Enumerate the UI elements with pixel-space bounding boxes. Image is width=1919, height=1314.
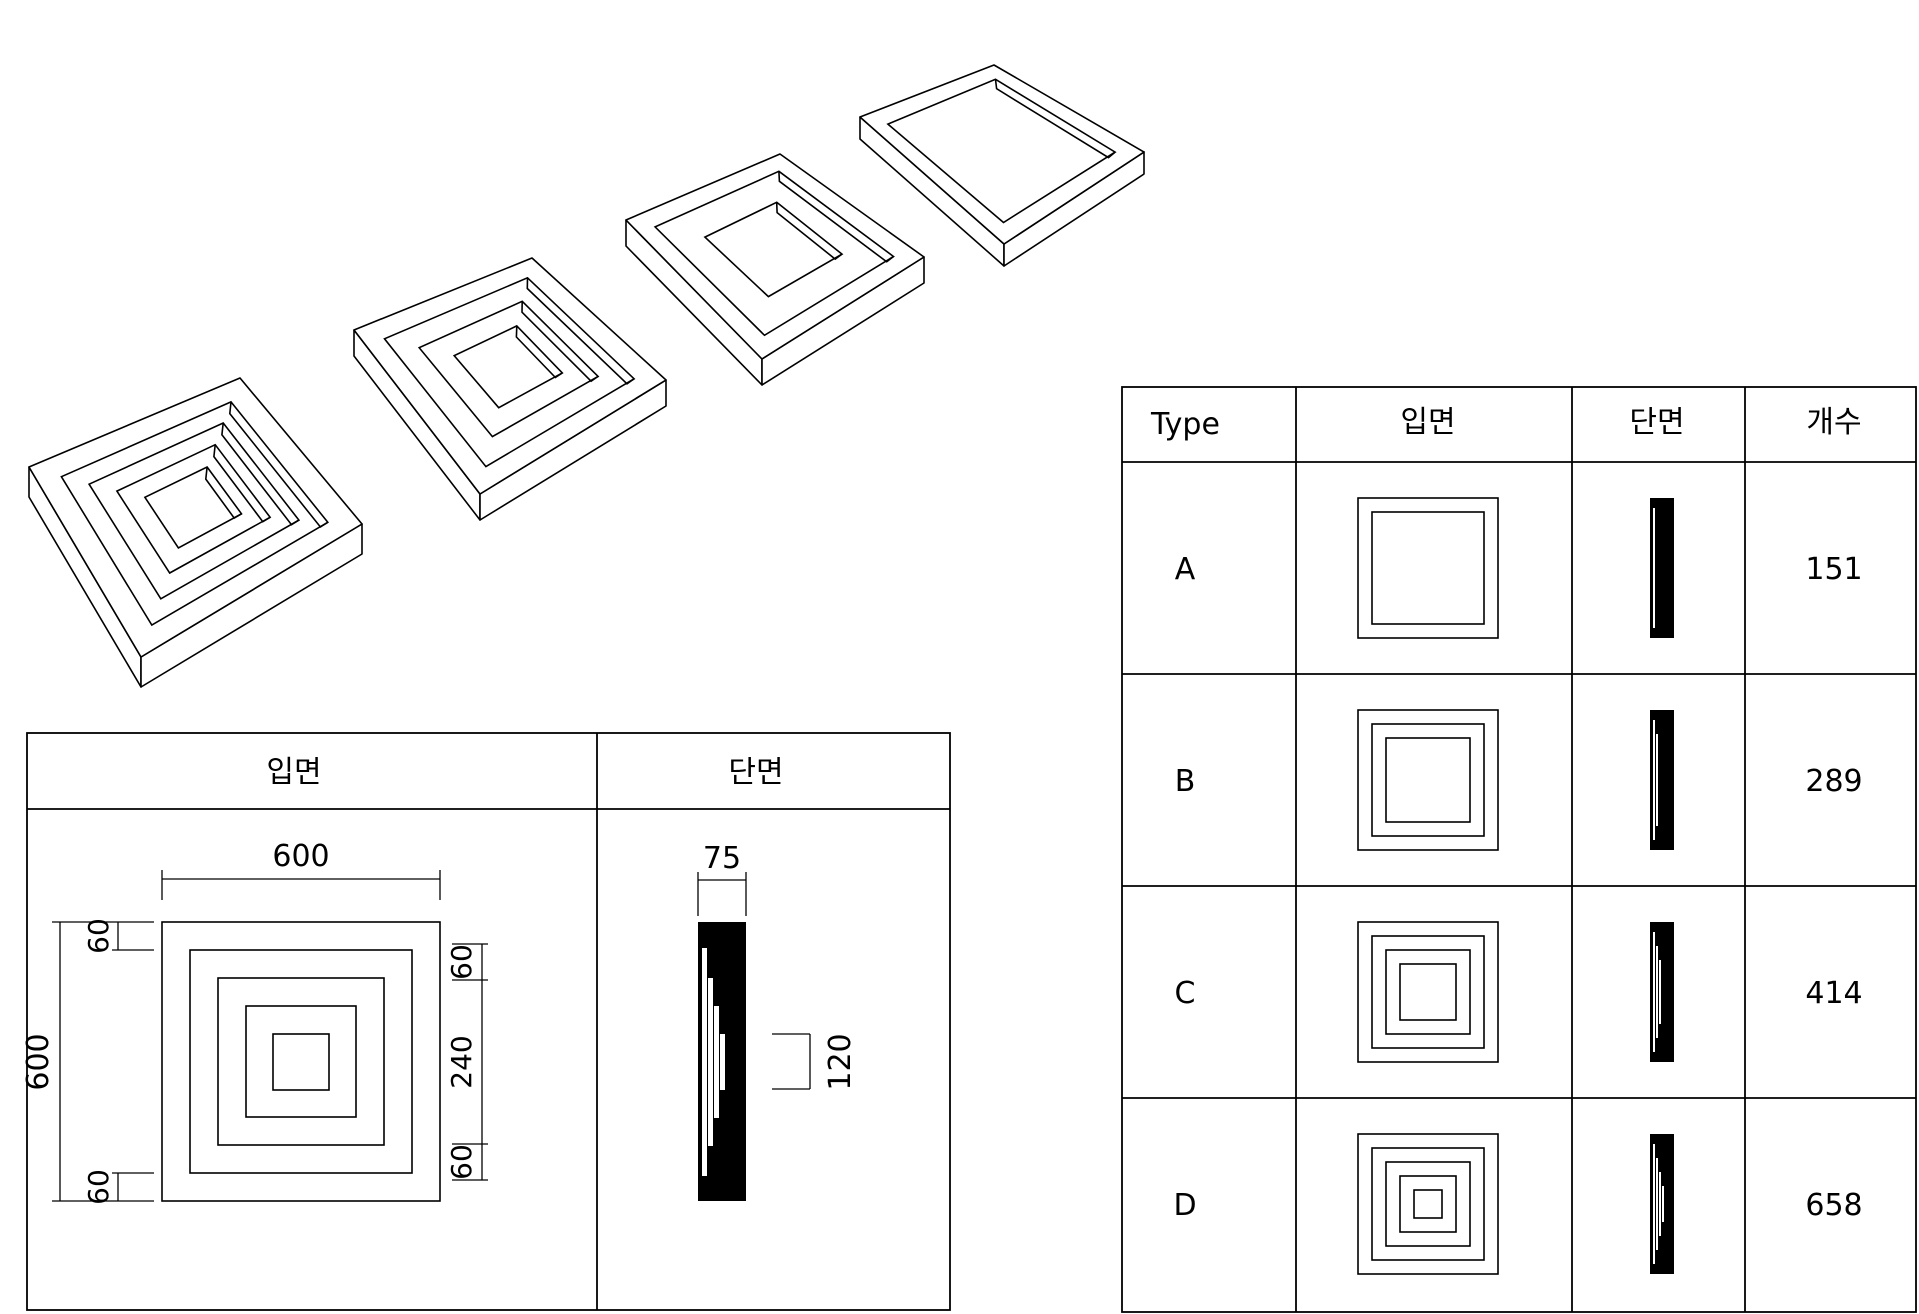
type-row-elevation: [1357, 1133, 1499, 1275]
dimension-height: 600: [21, 921, 154, 1202]
dimension-width: 600: [161, 839, 441, 900]
type-row: A 151: [1175, 497, 1863, 639]
detail-elevation-drawing: [161, 921, 441, 1202]
dimension-bottom-step: 60: [82, 1169, 154, 1205]
dimension-bottom-step-label: 60: [82, 1169, 115, 1205]
dimension-right-bottom-label: 60: [445, 1144, 478, 1180]
type-row-elevation: [1357, 921, 1499, 1063]
type-row-section: [1650, 498, 1674, 638]
type-table-border: [1121, 386, 1917, 1313]
type-row-section: [1650, 922, 1674, 1062]
type-row: D 658: [1173, 1133, 1863, 1275]
type-row-elevation: [1357, 497, 1499, 639]
type-header-type: Type: [1150, 407, 1220, 442]
detail-table-border: [26, 732, 951, 1311]
type-row-label: A: [1175, 552, 1196, 587]
type-row-count: 151: [1805, 552, 1862, 587]
dimension-right-mid-label: 240: [445, 1035, 478, 1088]
dimension-right-top-label: 60: [445, 944, 478, 980]
isometric-panel: [625, 153, 925, 386]
type-row-count: 289: [1805, 764, 1862, 799]
detail-table: 입면 단면 600 600 60: [21, 732, 951, 1311]
dimension-top-step-label: 60: [82, 918, 115, 954]
type-row-label: C: [1175, 976, 1196, 1011]
detail-header-section: 단면: [728, 755, 783, 790]
dimension-depth: 75: [697, 841, 747, 916]
type-header-count: 개수: [1806, 405, 1861, 440]
type-row-section: [1650, 710, 1674, 850]
dimension-top-step: 60: [82, 918, 154, 954]
dimension-recess: 120: [772, 1033, 858, 1091]
detail-section-drawing: [698, 922, 746, 1201]
isometric-panel: [859, 64, 1145, 267]
dimension-recess-label: 120: [823, 1033, 858, 1090]
type-row: B 289: [1175, 709, 1863, 851]
detail-header-elevation: 입면: [266, 755, 321, 790]
dimension-height-label: 600: [21, 1033, 56, 1090]
isometric-panels: [28, 64, 1145, 688]
type-header-section: 단면: [1629, 405, 1684, 440]
isometric-panel: [28, 377, 363, 688]
type-row-section: [1650, 1134, 1674, 1274]
dimension-right-chain: 60 240 60: [445, 943, 488, 1181]
type-row-label: B: [1175, 764, 1196, 799]
type-row: C 414: [1175, 921, 1863, 1063]
isometric-panel: [353, 257, 667, 521]
dimension-depth-label: 75: [703, 841, 741, 876]
type-row-count: 658: [1805, 1188, 1862, 1223]
type-header-elevation: 입면: [1400, 405, 1455, 440]
type-row-count: 414: [1805, 976, 1862, 1011]
dimension-width-label: 600: [272, 839, 329, 874]
type-row-label: D: [1173, 1188, 1196, 1223]
type-row-elevation: [1357, 709, 1499, 851]
